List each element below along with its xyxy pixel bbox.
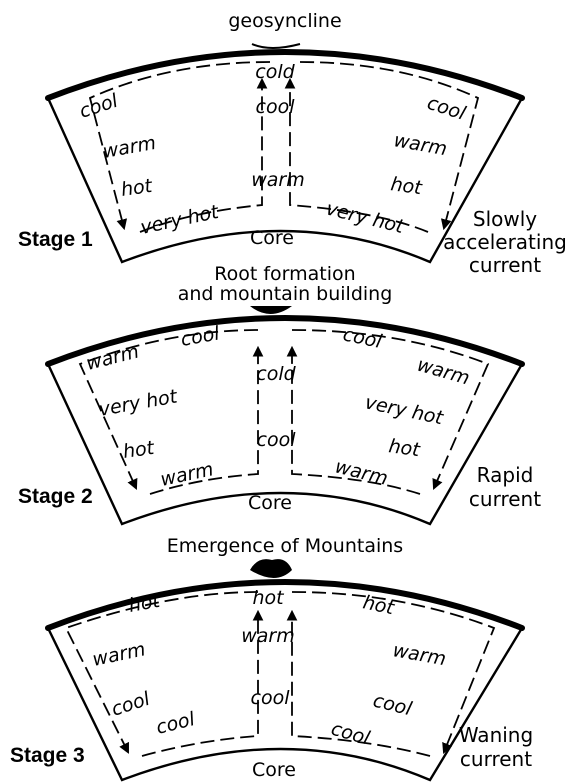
stage-2-top-label-line1: Root formation — [214, 263, 355, 285]
stage-1-crust — [45, 49, 525, 101]
stage-2-center-label-1: cold — [256, 363, 296, 385]
stage-1-label: Stage 1 — [18, 228, 93, 251]
stage-2-center-label-2: cool — [257, 429, 297, 451]
stage-1-right-label-3: hot — [389, 173, 424, 199]
stage-3-left-label-3: cool — [109, 688, 154, 721]
stage-1-right-label-1: cool — [424, 92, 469, 125]
stage-3-flow-right-outer — [291, 591, 496, 755]
stage-3-right-label-2: warm — [391, 639, 448, 670]
stage-3-core-label: Core — [252, 759, 296, 781]
stage-3-center-label-3: cool — [251, 687, 291, 709]
stage-1-flow-right-inner — [284, 77, 429, 233]
stage-1-left-label-4: very hot — [138, 201, 222, 239]
stage-1-flow-left-inner — [139, 77, 268, 233]
stage-2-flow-left-outer — [78, 329, 259, 490]
stage-2-left-label-4: hot — [122, 437, 157, 463]
stage-2-top-label-line2: and mountain building — [178, 283, 393, 305]
stage-1-right-label-2: warm — [392, 129, 449, 160]
stage-3-crust — [45, 579, 525, 631]
stage-2-right-label-5: warm — [333, 456, 390, 490]
stage-1-right-label-4: very hot — [324, 198, 408, 239]
stage-1-flow-left-outer — [88, 61, 271, 231]
stage-3-right-label-4: cool — [329, 718, 373, 750]
stage-2-flow-right-inner — [286, 345, 421, 495]
stage-2-left-label-3: very hot — [97, 385, 180, 421]
stage-2-current-line2: current — [469, 487, 541, 511]
stage-1-core-label: Core — [250, 227, 294, 249]
stage-1-center-label-1: cold — [255, 61, 295, 83]
stage-3-panel: Emergence of Mountains hot warm cool hot… — [10, 535, 533, 782]
mountain-root — [250, 306, 292, 314]
stage-1-left-label-1: cool — [77, 90, 122, 123]
stage-3-current-line2: current — [460, 747, 532, 771]
stage-1-center-label-2: cool — [256, 96, 296, 118]
stage-1-left-label-2: warm — [101, 132, 158, 163]
stage-3-top-label: Emergence of Mountains — [167, 535, 403, 557]
stage-1-panel: geosyncline cold cool warm cool warm hot… — [18, 10, 567, 277]
stage-3-left-label-2: warm — [90, 638, 147, 671]
stage-2-flow-left-inner — [149, 345, 264, 495]
stage-1-current-line3: current — [469, 253, 541, 277]
stage-2-right-label-4: hot — [387, 435, 422, 461]
stage-3-center-label-1: hot — [252, 587, 285, 609]
stage-1-current-line2: accelerating — [443, 230, 567, 254]
geosyncline-trough — [251, 43, 301, 49]
stage-1-flow-right-outer — [299, 61, 480, 231]
stage-2-label: Stage 2 — [18, 485, 93, 508]
stage-3-label: Stage 3 — [10, 744, 85, 767]
stage-2-left-label-5: warm — [158, 458, 215, 491]
stage-3-right-label-3: cool — [371, 690, 415, 721]
stage-1-top-label: geosyncline — [228, 10, 341, 32]
stage-3-center-label-2: warm — [241, 625, 295, 647]
stage-2-right-label-3: very hot — [363, 391, 447, 429]
stage-2-current-line1: Rapid — [477, 463, 534, 487]
stage-3-flow-right-inner — [286, 609, 431, 757]
stage-3-left-label-1: hot — [127, 590, 163, 617]
stage-3-left-label-4: cool — [154, 708, 198, 739]
stage-2-panel: Root formation and mountain building col… — [18, 263, 541, 526]
stage-3-flow-left-outer — [64, 591, 259, 754]
stage-1-left-label-3: hot — [120, 175, 155, 201]
stage-1-center-label-3: warm — [251, 169, 305, 191]
stage-2-core-label: Core — [248, 492, 292, 514]
stage-3-current-line1: Waning — [459, 723, 533, 747]
stage-3-flow-left-inner — [141, 609, 264, 757]
stage-2-flow-right-outer — [291, 329, 490, 490]
stage-3-right-label-1: hot — [361, 591, 398, 619]
stage-2-right-label-2: warm — [415, 354, 473, 390]
stage-1-current-line1: Slowly — [473, 207, 537, 231]
stage-2-crust — [45, 315, 525, 367]
emerging-mountain — [250, 559, 292, 578]
